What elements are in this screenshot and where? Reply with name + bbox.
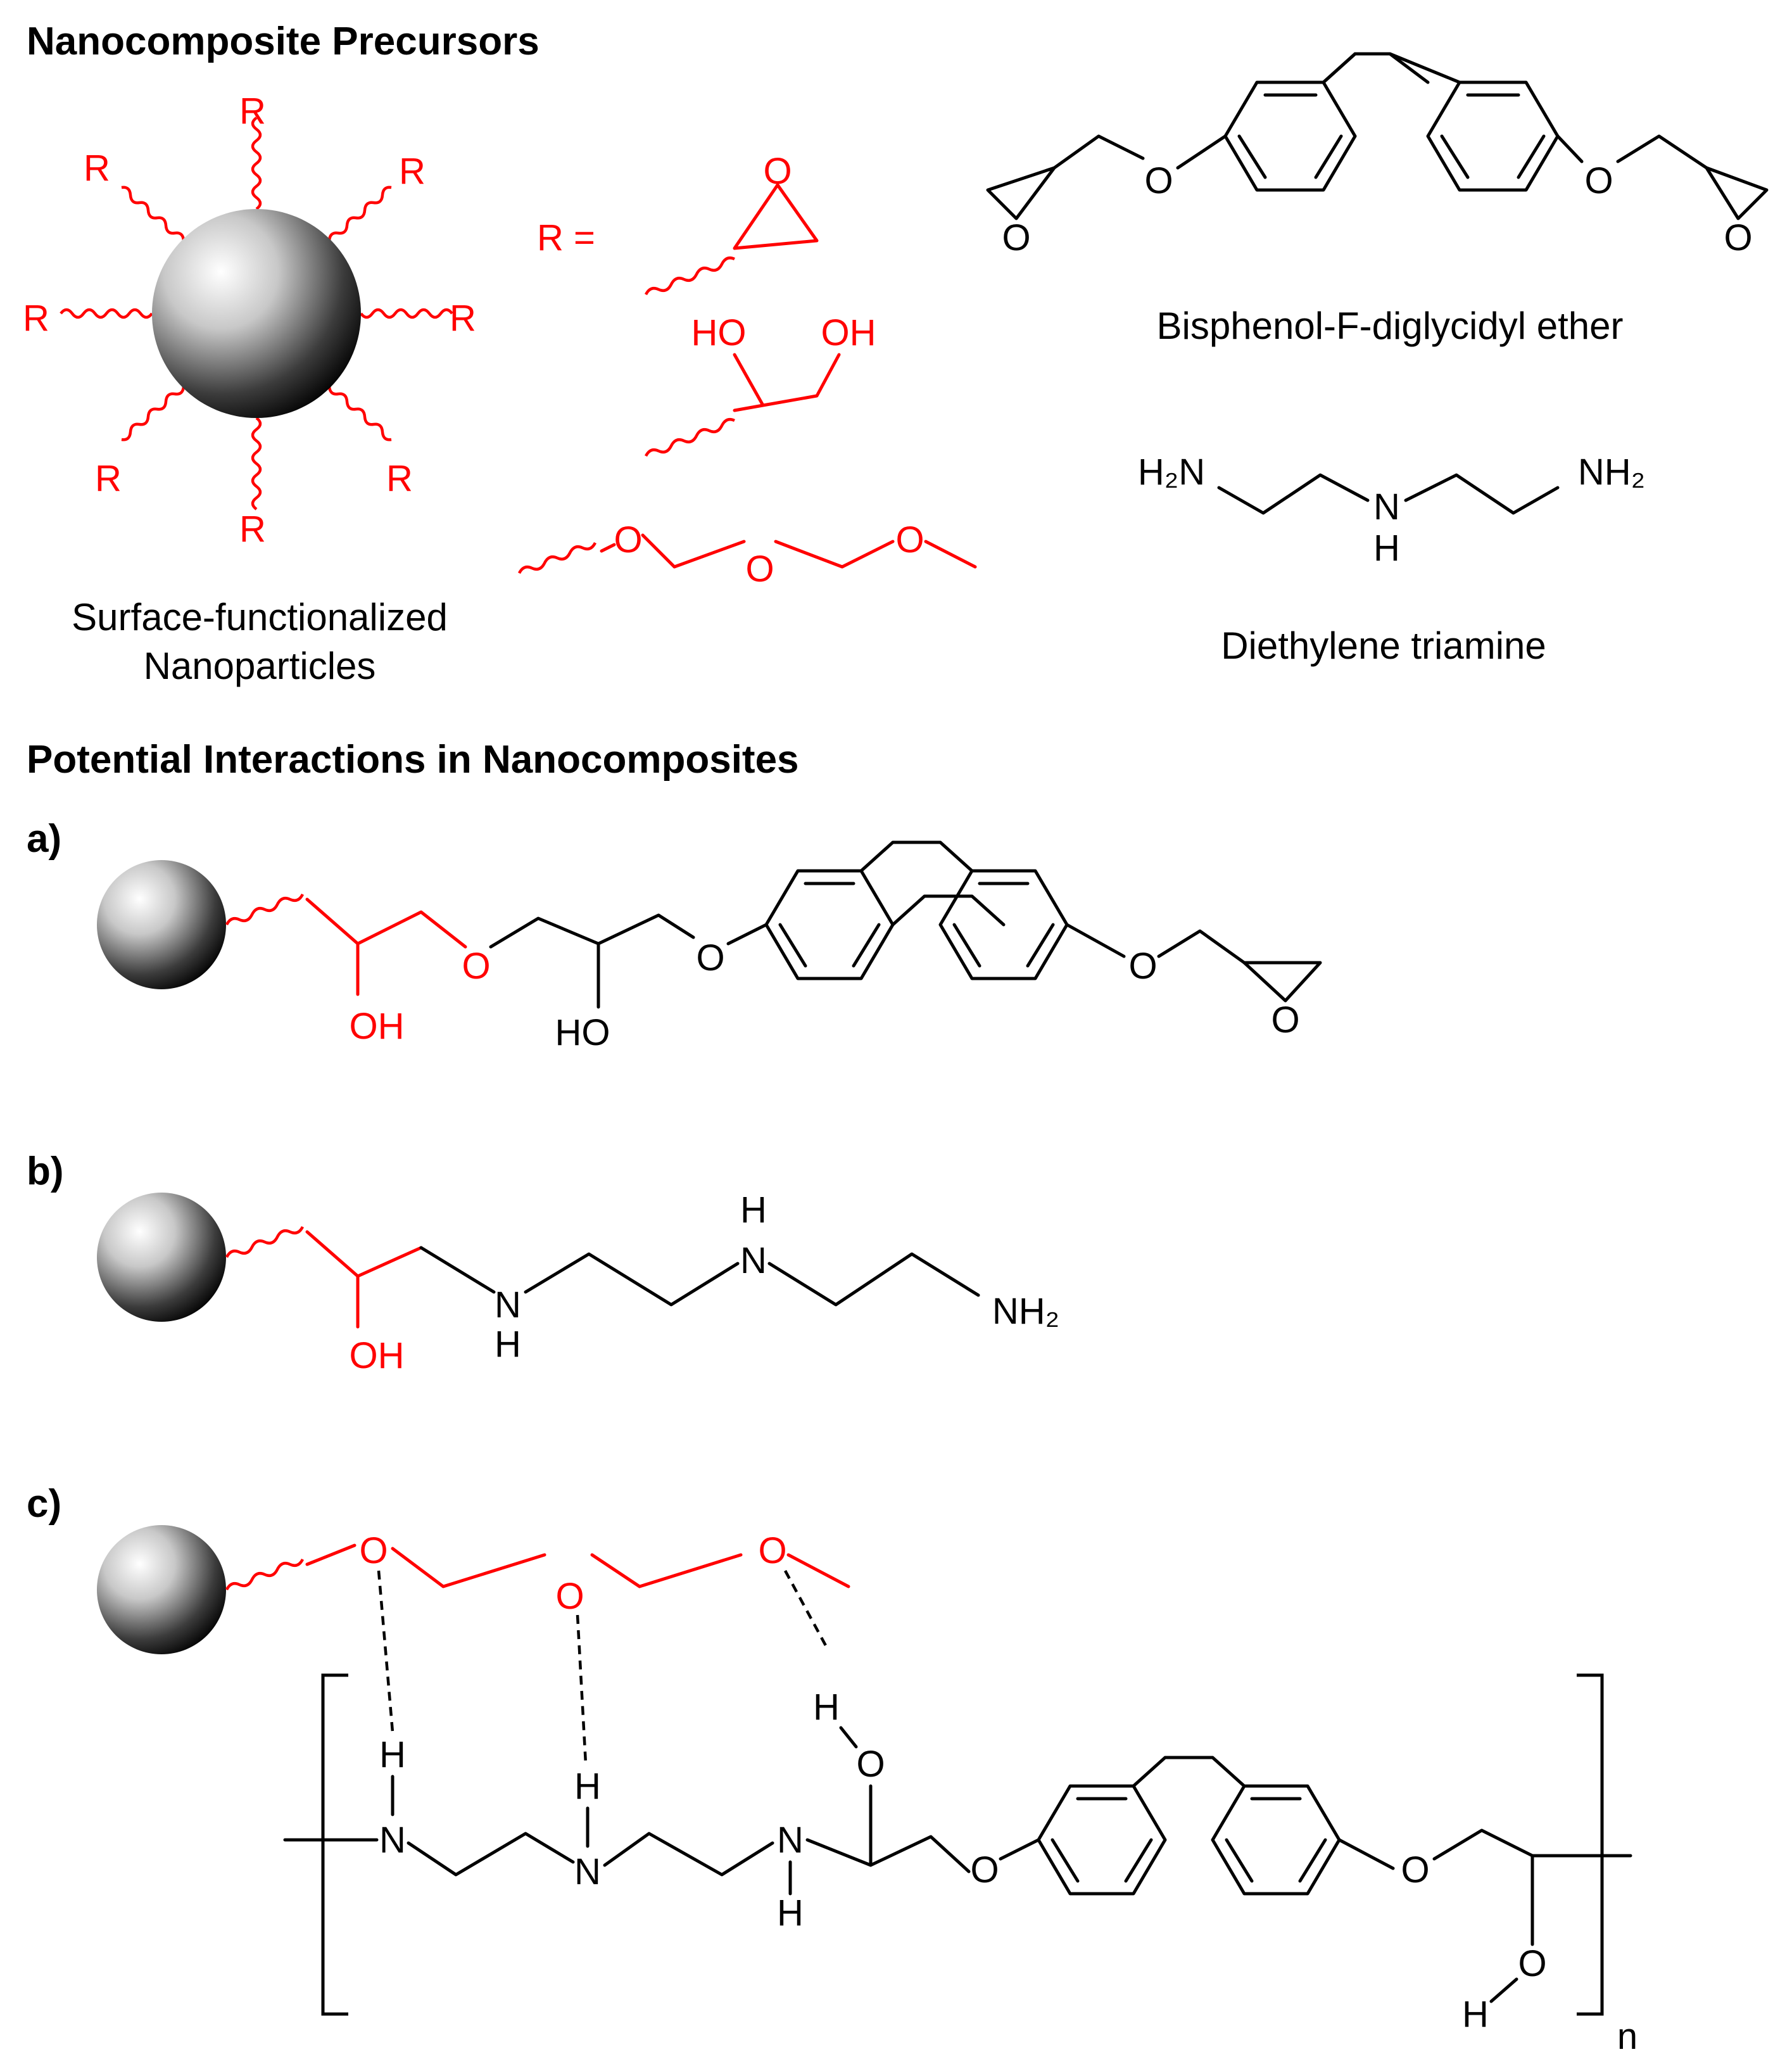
r-label-bottom: R (239, 509, 266, 550)
panel-a-ether-oxygen-2: O (1128, 946, 1157, 987)
r-group-diol: HO OH (644, 312, 876, 457)
panel-a-epoxide-oxygen: O (1271, 999, 1299, 1041)
panel-label-b: b) (27, 1150, 64, 1193)
panel-a-ho-black: HO (555, 1012, 610, 1053)
r-label-top-right: R (399, 151, 426, 192)
deta-h2n-label: H₂N (1138, 452, 1205, 493)
bfde-ring-right (1426, 80, 1560, 192)
heading-precursors: Nanocomposite Precursors (27, 20, 539, 63)
bfde-ether-oxygen-left: O (1144, 160, 1173, 201)
panel-a-structure: O OH HO O O O (97, 840, 1322, 1053)
bfde-ether-oxygen-right: O (1584, 160, 1613, 201)
r-group-glycol-ether: O O O (517, 519, 977, 590)
bfde-ring-left (1223, 80, 1357, 192)
panel-c-hydroxyl-oxygen-2: O (1518, 1943, 1546, 1984)
panel-c-aryl-oxygen-2: O (1401, 1849, 1429, 1891)
glycol-oxygen-3: O (895, 519, 924, 561)
panel-c-n2: N (574, 1851, 601, 1892)
caption-deta: Diethylene triamine (1221, 624, 1546, 667)
panel-c-hydroxyl-h: H (813, 1687, 840, 1728)
linker-right (360, 308, 453, 319)
panel-c-h3: H (777, 1892, 804, 1934)
bfde-structure: O O O O (986, 52, 1769, 258)
panel-b-n1: N (495, 1284, 521, 1326)
panel-c-h2: H (574, 1766, 601, 1807)
r-label-bottom-right: R (386, 458, 413, 499)
repeat-bracket-right (1577, 1673, 1604, 2016)
panel-b-h2: H (740, 1189, 767, 1231)
hbond-1 (377, 1570, 394, 1733)
panel-c-h1: H (379, 1734, 406, 1775)
linker-top-left (121, 186, 186, 241)
linker-top (251, 117, 262, 210)
linker-left (60, 308, 153, 319)
r-label-left: R (23, 298, 49, 339)
nanoparticle-sphere (152, 209, 361, 418)
bfde-epoxide-oxygen-left: O (1002, 217, 1030, 258)
functionalized-nanoparticle: R R R R R R R R (23, 91, 476, 550)
r-label-bottom-left: R (95, 458, 122, 499)
panel-label-c: c) (27, 1482, 61, 1526)
epoxide-oxygen: O (763, 151, 792, 192)
glycol-oxygen-2: O (745, 548, 774, 590)
r-label-top: R (239, 91, 266, 132)
caption-nanoparticles-line2: Nanoparticles (144, 645, 376, 687)
deta-h-label: H (1373, 528, 1400, 569)
caption-bfde: Bisphenol-F-diglycidyl ether (1157, 305, 1624, 347)
glycol-oxygen-1: O (614, 519, 642, 561)
panel-b-nanoparticle (97, 1193, 226, 1322)
wavy-linkers (60, 117, 453, 510)
panel-b-n2: N (740, 1240, 767, 1281)
linker-bottom-right (327, 386, 392, 441)
panel-c-oxygen-1: O (359, 1530, 388, 1571)
deta-n-label: N (1373, 486, 1400, 528)
heading-interactions: Potential Interactions in Nanocomposites (27, 738, 799, 782)
repeat-subscript-n: n (1617, 2016, 1637, 2057)
r-group-epoxide: O (644, 151, 819, 296)
panel-c-structure: O O O n H N H N N H O H O (97, 1525, 1637, 2057)
diol-ho-label: HO (691, 312, 747, 353)
panel-b-nh2: NH₂ (992, 1291, 1059, 1332)
panel-b-structure: OH N H H N NH₂ (97, 1189, 1059, 1376)
panel-b-h1: H (495, 1324, 521, 1365)
caption-nanoparticles-line1: Surface-functionalized (72, 596, 448, 638)
repeat-bracket-left (321, 1673, 348, 2016)
bfde-epoxide-oxygen-right: O (1724, 217, 1752, 258)
panel-c-hydroxyl-oxygen: O (856, 1744, 885, 1785)
deta-structure: H₂N N H NH₂ (1138, 452, 1645, 569)
r-label-right: R (450, 298, 476, 339)
deta-nh2-label: NH₂ (1578, 452, 1645, 493)
panel-a-ether-oxygen: O (462, 946, 490, 987)
panel-b-oh-red: OH (350, 1335, 405, 1376)
linker-bottom-left (121, 386, 186, 441)
hbond-3 (784, 1569, 828, 1648)
r-label-top-left: R (84, 148, 110, 189)
panel-c-oxygen-2: O (555, 1576, 584, 1617)
diol-oh-label: OH (821, 312, 876, 353)
panel-a-aryl-oxygen: O (696, 937, 724, 979)
r-equals-label: R = (537, 217, 595, 258)
hbond-2 (576, 1614, 588, 1764)
panel-c-n3: N (777, 1820, 804, 1861)
panel-c-oxygen-3: O (758, 1530, 786, 1571)
panel-c-hydroxyl-h-2: H (1462, 1994, 1489, 2035)
panel-a-nanoparticle (97, 860, 226, 989)
panel-c-n1: N (379, 1820, 406, 1861)
panel-label-a: a) (27, 817, 61, 861)
panel-c-aryl-oxygen-1: O (970, 1849, 999, 1891)
panel-c-nanoparticle (97, 1525, 226, 1654)
linker-top-right (327, 186, 392, 241)
panel-a-oh-red: OH (350, 1006, 405, 1047)
linker-bottom (251, 417, 262, 510)
